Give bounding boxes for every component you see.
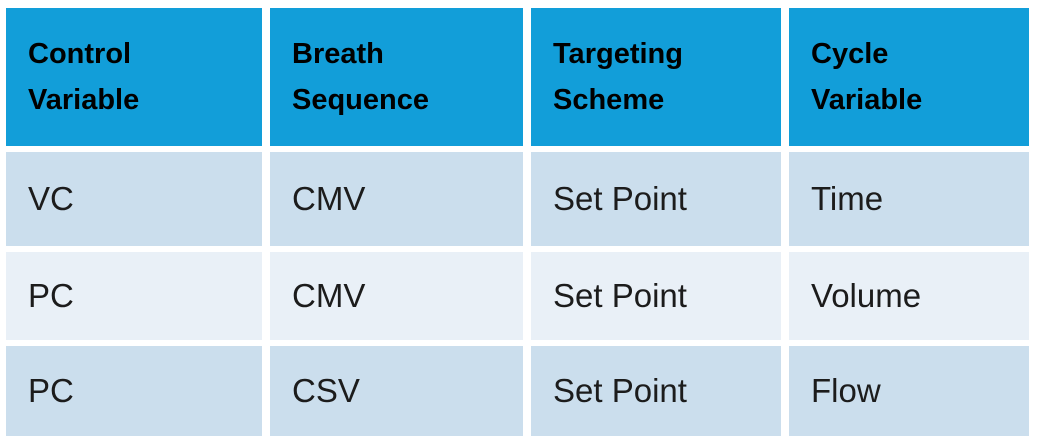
header-cell-targeting-scheme: Targeting Scheme: [531, 8, 781, 146]
header-label: Targeting Scheme: [553, 37, 683, 116]
table-cell: CMV: [270, 152, 523, 246]
header-cell-control-variable: Control Variable: [6, 8, 262, 146]
table-cell: Set Point: [531, 252, 781, 340]
ventilator-modes-table: Control Variable Breath Sequence Targeti…: [6, 8, 1029, 436]
table-cell: CSV: [270, 346, 523, 436]
header-cell-cycle-variable: Cycle Variable: [789, 8, 1029, 146]
header-label: Cycle Variable: [811, 37, 923, 116]
table-cell: Set Point: [531, 152, 781, 246]
table-cell: Flow: [789, 346, 1029, 436]
table-cell: Time: [789, 152, 1029, 246]
header-label: Breath Sequence: [292, 37, 429, 116]
header-label: Control Variable: [28, 37, 140, 116]
table-cell: PC: [6, 346, 262, 436]
table-cell: Set Point: [531, 346, 781, 436]
table-cell: PC: [6, 252, 262, 340]
table-cell: VC: [6, 152, 262, 246]
table-cell: Volume: [789, 252, 1029, 340]
table-cell: CMV: [270, 252, 523, 340]
header-cell-breath-sequence: Breath Sequence: [270, 8, 523, 146]
